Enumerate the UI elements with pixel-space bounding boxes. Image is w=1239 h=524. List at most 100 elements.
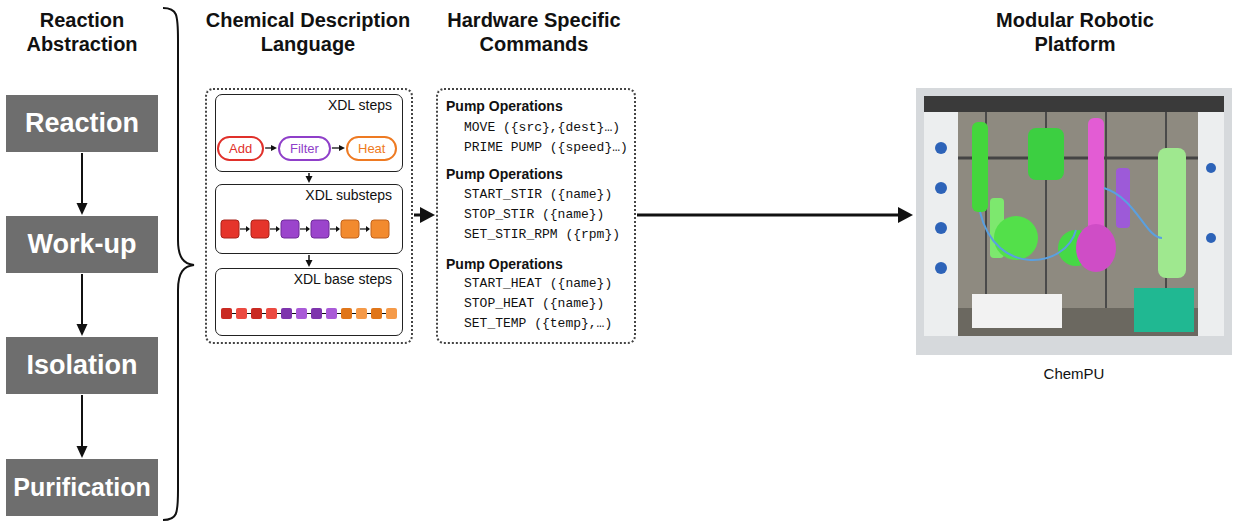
- connector-arrow: [77, 395, 88, 458]
- step-square: [221, 220, 239, 238]
- side-panel: [924, 112, 958, 336]
- arrow-head: [77, 203, 88, 215]
- step-square: [341, 220, 359, 238]
- dotted-panel: XDL stepsAddFilterHeatXDL substepsXDL ba…: [205, 88, 413, 344]
- connector-arrow: [637, 207, 913, 223]
- base-step-squares: [221, 308, 397, 319]
- pump-unit: [1134, 288, 1194, 332]
- small-arrow-lines: [240, 228, 366, 229]
- arrow-head: [276, 226, 280, 232]
- process-box: Reaction: [6, 95, 158, 152]
- step-pill: Add: [217, 136, 264, 161]
- glassware: [972, 122, 988, 212]
- step-group-box: XDL base steps: [215, 268, 403, 336]
- cabinet: [916, 88, 1232, 355]
- connector-line: [81, 153, 83, 205]
- connector-line: [81, 274, 83, 326]
- arrow-head: [420, 207, 435, 223]
- column-heading: Hardware Specific Commands: [434, 8, 634, 56]
- small-arrow: [330, 228, 336, 229]
- step-label: Add: [229, 141, 252, 156]
- side-panel: [1198, 112, 1224, 336]
- arrow-head: [246, 226, 250, 232]
- platform-photo: ChemPU: [914, 86, 1234, 386]
- socket: [935, 262, 947, 274]
- step-square: [221, 308, 232, 319]
- rods: [986, 112, 1166, 308]
- connector-line: [332, 147, 340, 148]
- tubing: [980, 188, 1162, 260]
- connector-arrow: [265, 145, 277, 151]
- socket: [1206, 233, 1216, 243]
- step-links: [232, 313, 386, 314]
- connector-line: [81, 395, 83, 448]
- step-group-box: XDL stepsAddFilterHeat: [215, 94, 403, 172]
- step-square: [296, 308, 307, 319]
- small-arrow: [360, 228, 366, 229]
- command-group-heading: Pump Operations: [438, 254, 563, 274]
- step-square: [281, 220, 299, 238]
- step-group-box: XDL substeps: [215, 184, 403, 254]
- stirrer-unit: [972, 294, 1062, 328]
- column-heading: Chemical Description Language: [193, 8, 423, 56]
- group-title: XDL substeps: [216, 185, 402, 203]
- step-square: [251, 308, 262, 319]
- substep-squares: [221, 220, 389, 238]
- arrow-head: [339, 145, 345, 151]
- group-title: XDL base steps: [216, 269, 402, 287]
- step-label: Filter: [290, 141, 319, 156]
- arrow-head: [77, 446, 88, 458]
- step-square: [326, 308, 337, 319]
- process-box: Purification: [6, 459, 158, 516]
- cabinet-interior: [924, 96, 1224, 336]
- step-square: [371, 220, 389, 238]
- step-square: [371, 308, 382, 319]
- chempu-photo: [916, 88, 1232, 355]
- curly-brace: [163, 8, 194, 520]
- command-line: SET_TEMP ({temp},…): [438, 314, 612, 334]
- small-arrow: [270, 228, 276, 229]
- connector-arrow: [77, 274, 88, 336]
- command-group-heading: Pump Operations: [438, 164, 563, 184]
- group-title: XDL steps: [216, 95, 402, 113]
- small-arrow: [240, 228, 246, 229]
- command-line: START_HEAT ({name}): [438, 274, 612, 294]
- flask: [994, 216, 1038, 260]
- socket: [935, 142, 947, 154]
- process-box: Work-up: [6, 216, 158, 273]
- socket: [1206, 163, 1216, 173]
- column: [1088, 118, 1104, 238]
- step-square: [266, 308, 277, 319]
- step-square: [281, 308, 292, 319]
- cabinet-top: [924, 96, 1224, 112]
- command-line: START_STIR ({name}): [438, 185, 612, 205]
- arrow-head: [77, 324, 88, 336]
- connector-arrow: [414, 207, 435, 223]
- box-label: Isolation: [26, 350, 137, 381]
- step-square: [386, 308, 397, 319]
- command-panel: Pump OperationsMOVE ({src},{dest}…)PRIME…: [436, 88, 636, 344]
- box-label: Reaction: [25, 108, 139, 139]
- command-group-heading: Pump Operations: [438, 96, 563, 116]
- arrow-head: [366, 226, 370, 232]
- connector-arrow: [77, 153, 88, 215]
- socket: [935, 182, 947, 194]
- command-line: MOVE ({src},{dest}…): [438, 118, 620, 138]
- photo-caption: ChemPU: [914, 86, 1234, 382]
- arrow-head: [271, 145, 277, 151]
- small-arrow: [300, 228, 306, 229]
- small-arrow-heads: [246, 226, 370, 232]
- command-line: PRIME PUMP ({speed}…): [438, 138, 628, 158]
- step-pill: Filter: [278, 136, 331, 161]
- step-square: [341, 308, 352, 319]
- step-square: [356, 308, 367, 319]
- socket: [935, 222, 947, 234]
- arrow-head: [306, 260, 313, 267]
- command-line: STOP_STIR ({name}): [438, 205, 604, 225]
- glassware: [1028, 128, 1064, 180]
- arrow-head: [306, 176, 313, 183]
- box-label: Work-up: [28, 229, 137, 260]
